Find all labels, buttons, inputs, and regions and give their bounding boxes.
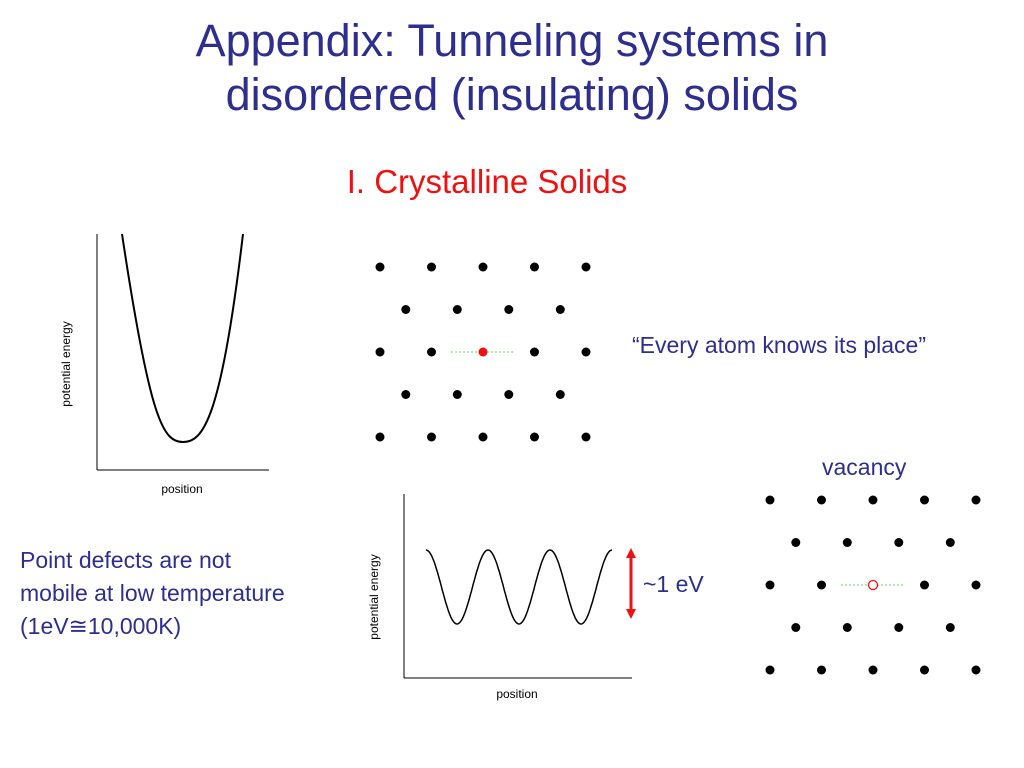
lattice-atom xyxy=(765,580,775,590)
note-line-2: mobile at low temperature xyxy=(20,580,285,606)
lattice-atom xyxy=(817,580,826,590)
lattice-atom xyxy=(452,390,462,399)
crystal-lattice xyxy=(375,262,591,442)
section-subtitle: I. Crystalline Solids xyxy=(346,163,628,200)
lattice-atom xyxy=(971,495,981,505)
note-line-3: (1eV≅10,000K) xyxy=(20,613,182,639)
lattice-atom xyxy=(920,580,929,590)
lattice-atom xyxy=(581,262,591,272)
potential-well-plot: position potential energy xyxy=(59,233,269,496)
lattice-atom xyxy=(894,538,904,547)
note-line-1: Point defects are not xyxy=(20,547,231,573)
lattice-atom xyxy=(791,623,801,632)
lattice-atom xyxy=(427,347,436,357)
energy-barrier-label: ~1 eV xyxy=(643,571,704,597)
lattice-atom xyxy=(555,305,565,314)
lattice-atom xyxy=(478,432,488,442)
lattice-atom xyxy=(504,390,514,399)
lattice-atom xyxy=(427,262,436,272)
vacancy-lattice xyxy=(765,495,981,675)
lattice-atom xyxy=(765,665,775,675)
lattice-atom xyxy=(920,495,929,505)
lattice-atom xyxy=(581,347,591,357)
lattice-atom xyxy=(920,665,929,675)
lattice-atom xyxy=(791,538,801,547)
lattice-atom xyxy=(817,665,826,675)
title-line-2: disordered (insulating) solids xyxy=(225,69,799,120)
plot2-y-label: potential energy xyxy=(367,554,381,639)
vacancy-label: vacancy xyxy=(822,454,907,480)
lattice-atom xyxy=(868,495,878,505)
lattice-atom xyxy=(842,623,852,632)
periodic-potential-plot: position potential energy xyxy=(367,494,632,701)
lattice-atom xyxy=(478,262,488,272)
point-defect-note: Point defects are not mobile at low temp… xyxy=(20,544,360,643)
lattice-atom xyxy=(375,262,385,272)
lattice-atom xyxy=(530,432,539,442)
lattice-atom xyxy=(452,305,462,314)
lattice-atom xyxy=(375,347,385,357)
lattice-atom xyxy=(401,390,411,399)
slide-title: Appendix: Tunneling systems in disordere… xyxy=(0,14,1024,122)
lattice-atom xyxy=(555,390,565,399)
lattice-atom xyxy=(504,305,514,314)
highlighted-atom xyxy=(478,347,488,357)
plot2-x-label: position xyxy=(496,687,537,701)
parabolic-well-curve xyxy=(121,233,244,444)
periodic-potential-curve xyxy=(425,549,613,625)
lattice-atom xyxy=(375,432,385,442)
lattice-atom xyxy=(945,538,955,547)
lattice-atom xyxy=(530,262,539,272)
lattice-atom xyxy=(945,623,955,632)
plot1-x-label: position xyxy=(161,482,202,496)
lattice-atom xyxy=(581,432,591,442)
lattice-atom xyxy=(894,623,904,632)
title-line-1: Appendix: Tunneling systems in xyxy=(195,15,829,66)
lattice-atom xyxy=(530,347,539,357)
lattice-atom xyxy=(868,665,878,675)
lattice-atom xyxy=(765,495,775,505)
lattice-atom xyxy=(817,495,826,505)
lattice-atom xyxy=(971,580,981,590)
plot1-y-label: potential energy xyxy=(59,321,73,406)
lattice-atom xyxy=(842,538,852,547)
lattice-atom xyxy=(401,305,411,314)
vacancy-site xyxy=(867,579,879,591)
quote-text: “Every atom knows its place” xyxy=(632,332,926,358)
lattice-atom xyxy=(971,665,981,675)
lattice-atom xyxy=(427,432,436,442)
